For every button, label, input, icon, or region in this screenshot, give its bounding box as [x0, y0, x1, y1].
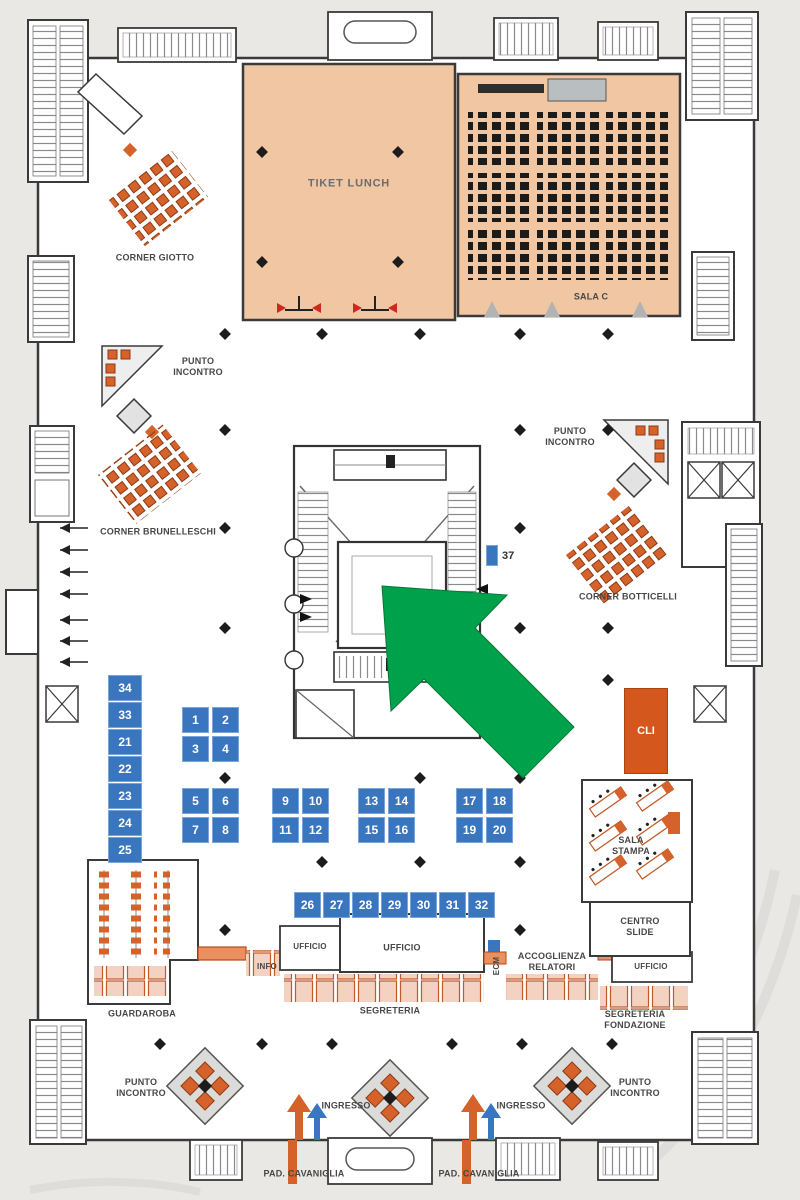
- booth-26[interactable]: 26: [294, 892, 321, 918]
- info-desk: [246, 950, 280, 976]
- booth-3[interactable]: 3: [182, 736, 209, 762]
- booth-25[interactable]: 25: [108, 837, 142, 863]
- corner-brunelleschi-tables: [98, 424, 201, 524]
- roof-vent-top-3: [597, 21, 659, 61]
- booth-15[interactable]: 15: [358, 817, 385, 843]
- stage-screen: [547, 78, 607, 102]
- booth-7[interactable]: 7: [182, 817, 209, 843]
- booth-31[interactable]: 31: [439, 892, 466, 918]
- roof-vent-bottom-1: [189, 1139, 243, 1181]
- roof-vent-top-2: [493, 17, 559, 61]
- booth-32[interactable]: 32: [468, 892, 495, 918]
- stair-left-mid: [29, 425, 75, 523]
- booth-22[interactable]: 22: [108, 756, 142, 782]
- booth-20[interactable]: 20: [486, 817, 513, 843]
- booth-8[interactable]: 8: [212, 817, 239, 843]
- booth-6[interactable]: 6: [212, 788, 239, 814]
- entrance-bar-east: [462, 1140, 471, 1184]
- booth-37-marker: [486, 545, 498, 566]
- booth-4[interactable]: 4: [212, 736, 239, 762]
- stage-bar: [478, 84, 544, 93]
- elevator-northeast-2: [721, 461, 755, 499]
- fondazione-desks: [600, 986, 688, 1010]
- room-ufficio-small: [279, 925, 341, 971]
- booth-17[interactable]: 17: [456, 788, 483, 814]
- service-offices: [197, 913, 693, 1010]
- room-centro-slide: [589, 901, 691, 957]
- booth-28[interactable]: 28: [352, 892, 379, 918]
- room-sala-c: [456, 72, 682, 318]
- corner-botticelli-tables: [566, 504, 669, 604]
- booth-37-label: 37: [502, 549, 515, 562]
- elevator-west: [45, 685, 79, 723]
- accoglienza-desks: [506, 974, 598, 1000]
- booth-37[interactable]: 37: [486, 545, 514, 566]
- booth-19[interactable]: 19: [456, 817, 483, 843]
- direction-arrow: [381, 585, 575, 779]
- roof-vent-top-1: [117, 27, 237, 63]
- booth-30[interactable]: 30: [410, 892, 437, 918]
- booth-10[interactable]: 10: [302, 788, 329, 814]
- cli-label: CLI: [637, 725, 655, 737]
- seating-block: [537, 112, 599, 280]
- room-guardaroba: [87, 859, 199, 1005]
- stair-left-upper: [27, 255, 75, 343]
- booth-33[interactable]: 33: [108, 702, 142, 728]
- stair-right-upper: [691, 251, 735, 341]
- booth-34[interactable]: 34: [108, 675, 142, 701]
- seating-block: [468, 112, 530, 280]
- seating-block: [606, 112, 668, 280]
- segreteria-desks: [284, 974, 484, 1002]
- room-cli[interactable]: CLI: [624, 688, 668, 774]
- booth-23[interactable]: 23: [108, 783, 142, 809]
- stair-tower-top-right: [685, 11, 759, 121]
- stair-tower-bottom-left: [29, 1019, 87, 1145]
- elevator-northeast-1: [687, 461, 721, 499]
- booth-11[interactable]: 11: [272, 817, 299, 843]
- booth-12[interactable]: 12: [302, 817, 329, 843]
- stair-tower-top-left: [27, 19, 89, 183]
- booth-29[interactable]: 29: [381, 892, 408, 918]
- booth-5[interactable]: 5: [182, 788, 209, 814]
- elevator-east: [693, 685, 727, 723]
- skylight-top: [327, 11, 433, 61]
- booth-1[interactable]: 1: [182, 707, 209, 733]
- booth-9[interactable]: 9: [272, 788, 299, 814]
- booth-13[interactable]: 13: [358, 788, 385, 814]
- booth-24[interactable]: 24: [108, 810, 142, 836]
- roof-vent-bottom-3: [597, 1141, 659, 1181]
- booth-27[interactable]: 27: [323, 892, 350, 918]
- booth-2[interactable]: 2: [212, 707, 239, 733]
- booth-21[interactable]: 21: [108, 729, 142, 755]
- room-sala-stampa: [581, 775, 693, 903]
- punto-incontro-east-area: [602, 419, 669, 502]
- stair-tower-bottom-right: [691, 1031, 759, 1145]
- room-ufficio-main: [339, 913, 485, 973]
- booth-16[interactable]: 16: [388, 817, 415, 843]
- roof-vent-bottom-2: [495, 1137, 561, 1181]
- punto-incontro-west-area: [101, 345, 164, 440]
- booth-18[interactable]: 18: [486, 788, 513, 814]
- ecm-marker: [488, 940, 500, 954]
- stair-right-mid: [725, 523, 763, 667]
- left-annex: [5, 589, 39, 655]
- skylight-bottom: [327, 1137, 433, 1185]
- entrance-bar-west: [288, 1140, 297, 1184]
- booth-14[interactable]: 14: [388, 788, 415, 814]
- room-tiket-lunch: [241, 62, 457, 322]
